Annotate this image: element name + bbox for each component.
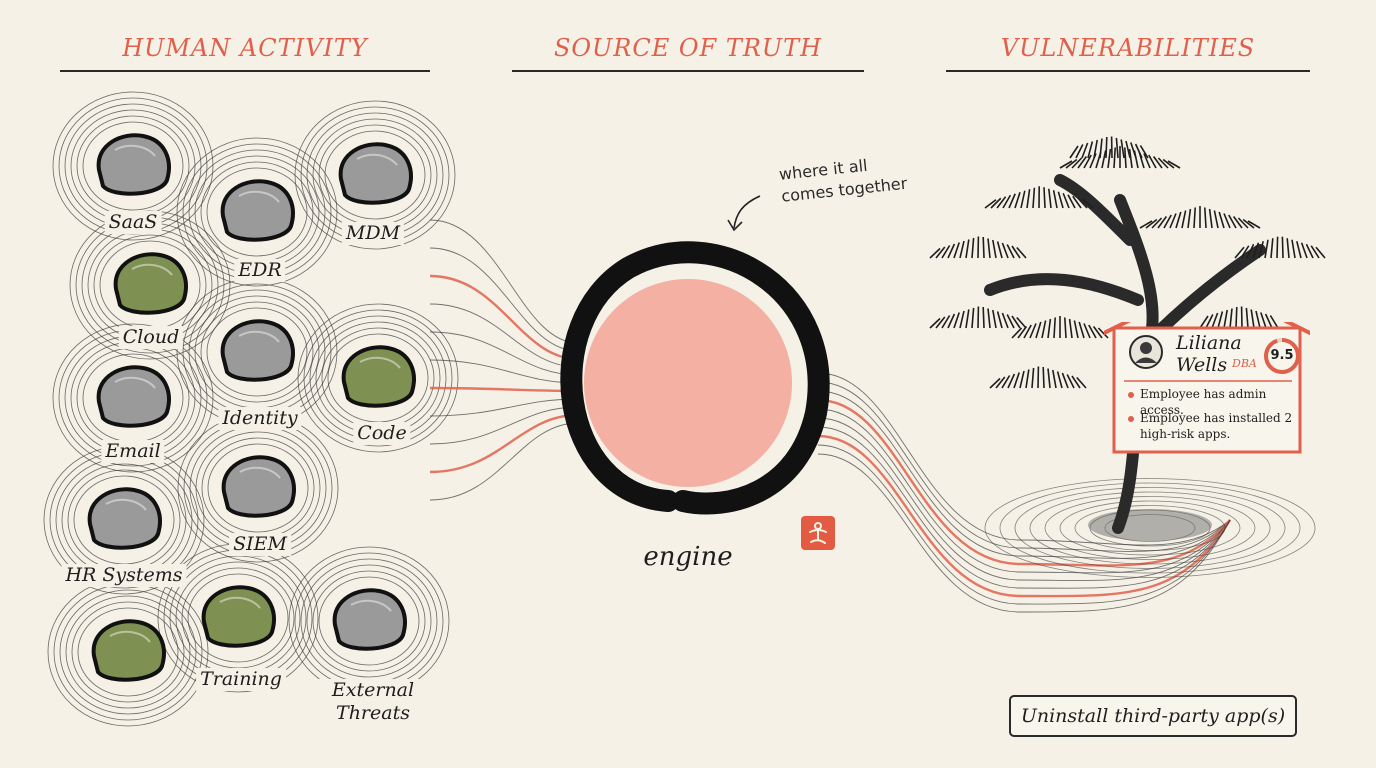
tree-base-ripple: [1074, 505, 1226, 551]
stone-code: [341, 345, 416, 408]
stone-email: [96, 365, 171, 428]
stone-label-saas: SaaS: [104, 211, 162, 234]
flow-line: [817, 381, 1231, 552]
bullet-dot: [1128, 392, 1134, 398]
engine-label: engine: [643, 542, 733, 572]
tree-foliage-cluster: [989, 366, 1087, 389]
stone-label-external-threats: External Threats: [309, 679, 437, 725]
stone-label-training: Training: [196, 668, 286, 691]
flow-line: [429, 331, 579, 376]
tree-foliage-cluster: [1199, 306, 1279, 329]
flow-line: [429, 359, 579, 384]
risk-score: 9.5: [1270, 348, 1294, 363]
section-divider: [946, 70, 1310, 72]
tree-base-ripple: [999, 482, 1301, 574]
uninstall-apps-button[interactable]: Uninstall third-party app(s): [1009, 695, 1297, 737]
risk-score-ring: [1264, 338, 1300, 374]
stone-label-email: Email: [101, 440, 165, 463]
tree-base-ripple: [1044, 496, 1256, 560]
flow-line: [817, 372, 1231, 546]
tree-foliage-cluster: [929, 306, 1027, 329]
tree-root-shadow: [1088, 509, 1212, 541]
tree-base-ripple: [1029, 491, 1271, 565]
stone-identity: [220, 319, 295, 382]
flow-line-highlight: [429, 413, 579, 474]
flow-line: [817, 453, 1231, 613]
flow-line: [817, 417, 1231, 581]
tree-foliage-cluster: [1059, 146, 1181, 169]
tree-foliage-cluster: [984, 186, 1094, 209]
flow-line-highlight: [429, 274, 579, 361]
tree-foliage-cluster: [1234, 236, 1326, 259]
stone-label-edr: EDR: [234, 259, 286, 282]
section-title-vulnerabilities: VULNERABILITIES: [1000, 34, 1256, 62]
flow-line: [429, 398, 579, 417]
stone-label-hr-systems: HR Systems: [61, 564, 187, 587]
stone-edr: [220, 179, 295, 242]
section-title-source-of-truth: SOURCE OF TRUTH: [553, 34, 823, 62]
flow-line: [429, 422, 579, 501]
avatar: [1129, 335, 1163, 369]
bullet-dot: [1128, 416, 1134, 422]
flow-line: [429, 406, 579, 445]
enso-brush-stroke: [560, 241, 830, 515]
flow-line: [429, 247, 579, 352]
tree-foliage-cluster: [1069, 136, 1149, 159]
engine-core: [584, 279, 792, 487]
flow-line: [429, 303, 579, 368]
stone-label-cloud: Cloud: [118, 326, 184, 349]
profile-card: Liliana Wells DBA 9.5 Employee has admin…: [1104, 322, 1310, 454]
seal-stamp-icon: [801, 516, 835, 550]
stone-label-code: Code: [353, 422, 411, 445]
section-title-human-activity: HUMAN ACTIVITY: [122, 34, 368, 62]
stone-unlabeled: [91, 619, 166, 682]
flow-line-highlight: [429, 386, 579, 393]
section-divider: [512, 70, 864, 72]
section-divider: [60, 70, 430, 72]
tree-foliage-cluster: [1139, 206, 1261, 229]
profile-role: DBA: [1232, 357, 1257, 370]
stone-label-identity: Identity: [218, 407, 302, 430]
tree-base-ripple: [1059, 500, 1241, 556]
stone-label-mdm: MDM: [341, 222, 405, 245]
flow-line: [429, 219, 579, 344]
flow-line: [817, 408, 1231, 574]
tree-foliage-cluster: [929, 236, 1027, 259]
flow-line-highlight: [817, 434, 1232, 598]
flow-line: [817, 444, 1231, 605]
stone-label-siem: SIEM: [229, 533, 291, 556]
stone-siem: [221, 455, 296, 518]
finding-admin-access: Employee has admin access.: [1140, 387, 1267, 417]
stone-saas: [96, 133, 171, 196]
stone-training: [201, 585, 276, 648]
tree-base-ripple: [984, 478, 1316, 578]
stone-hr-systems: [87, 487, 162, 550]
finding-high-risk-apps: Employee has installed 2 high-risk apps.: [1140, 411, 1293, 441]
stone-mdm: [338, 142, 413, 205]
profile-name: Liliana Wells: [1176, 332, 1242, 376]
stone-cloud: [113, 252, 188, 315]
flow-line-highlight: [817, 398, 1231, 567]
stone-external-threats: [332, 588, 407, 651]
annotation-arrow-icon: [727, 195, 761, 232]
tree-base-ripple: [1014, 487, 1286, 569]
tree-foliage-cluster: [1011, 316, 1109, 339]
